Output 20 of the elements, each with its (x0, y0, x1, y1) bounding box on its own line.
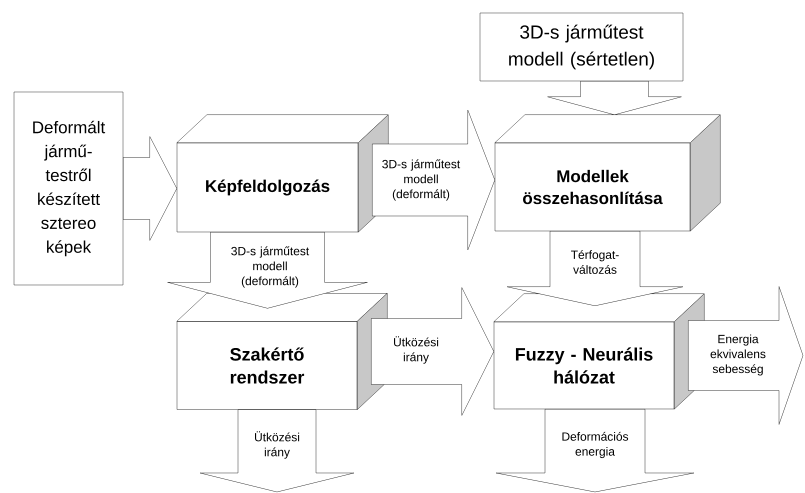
process-box: Modellek összehasonlítása (494, 114, 720, 232)
block-arrow (200, 410, 354, 492)
input-box: Deformált jármű-testről készített sztereo képek (14, 92, 124, 286)
block-arrow (547, 81, 682, 115)
block-arrow (123, 136, 177, 241)
edge-label: Térfogat-változás (571, 250, 619, 274)
block-arrow (371, 287, 494, 416)
block-arrow (688, 286, 804, 425)
edge-label: Deformációs energia (562, 432, 628, 458)
model-box: 3D-s járműtest modell (sértetlen) (480, 12, 684, 82)
block-arrow (372, 110, 495, 250)
block-arrow (496, 409, 694, 492)
process-box: Fuzzy - Neurális hálózat (494, 294, 704, 410)
edge-label: 3D-s járműtest modell (deformált) (231, 246, 310, 288)
process-box: Szakértő rendszer (176, 293, 388, 410)
block-arrow (167, 232, 368, 308)
edge-label: Ütközési irány (255, 431, 300, 459)
edge-label: Energia ekvivalens sebesség (710, 334, 766, 376)
block-arrow (506, 231, 684, 306)
edge-label: Ütközési irány (394, 336, 438, 364)
